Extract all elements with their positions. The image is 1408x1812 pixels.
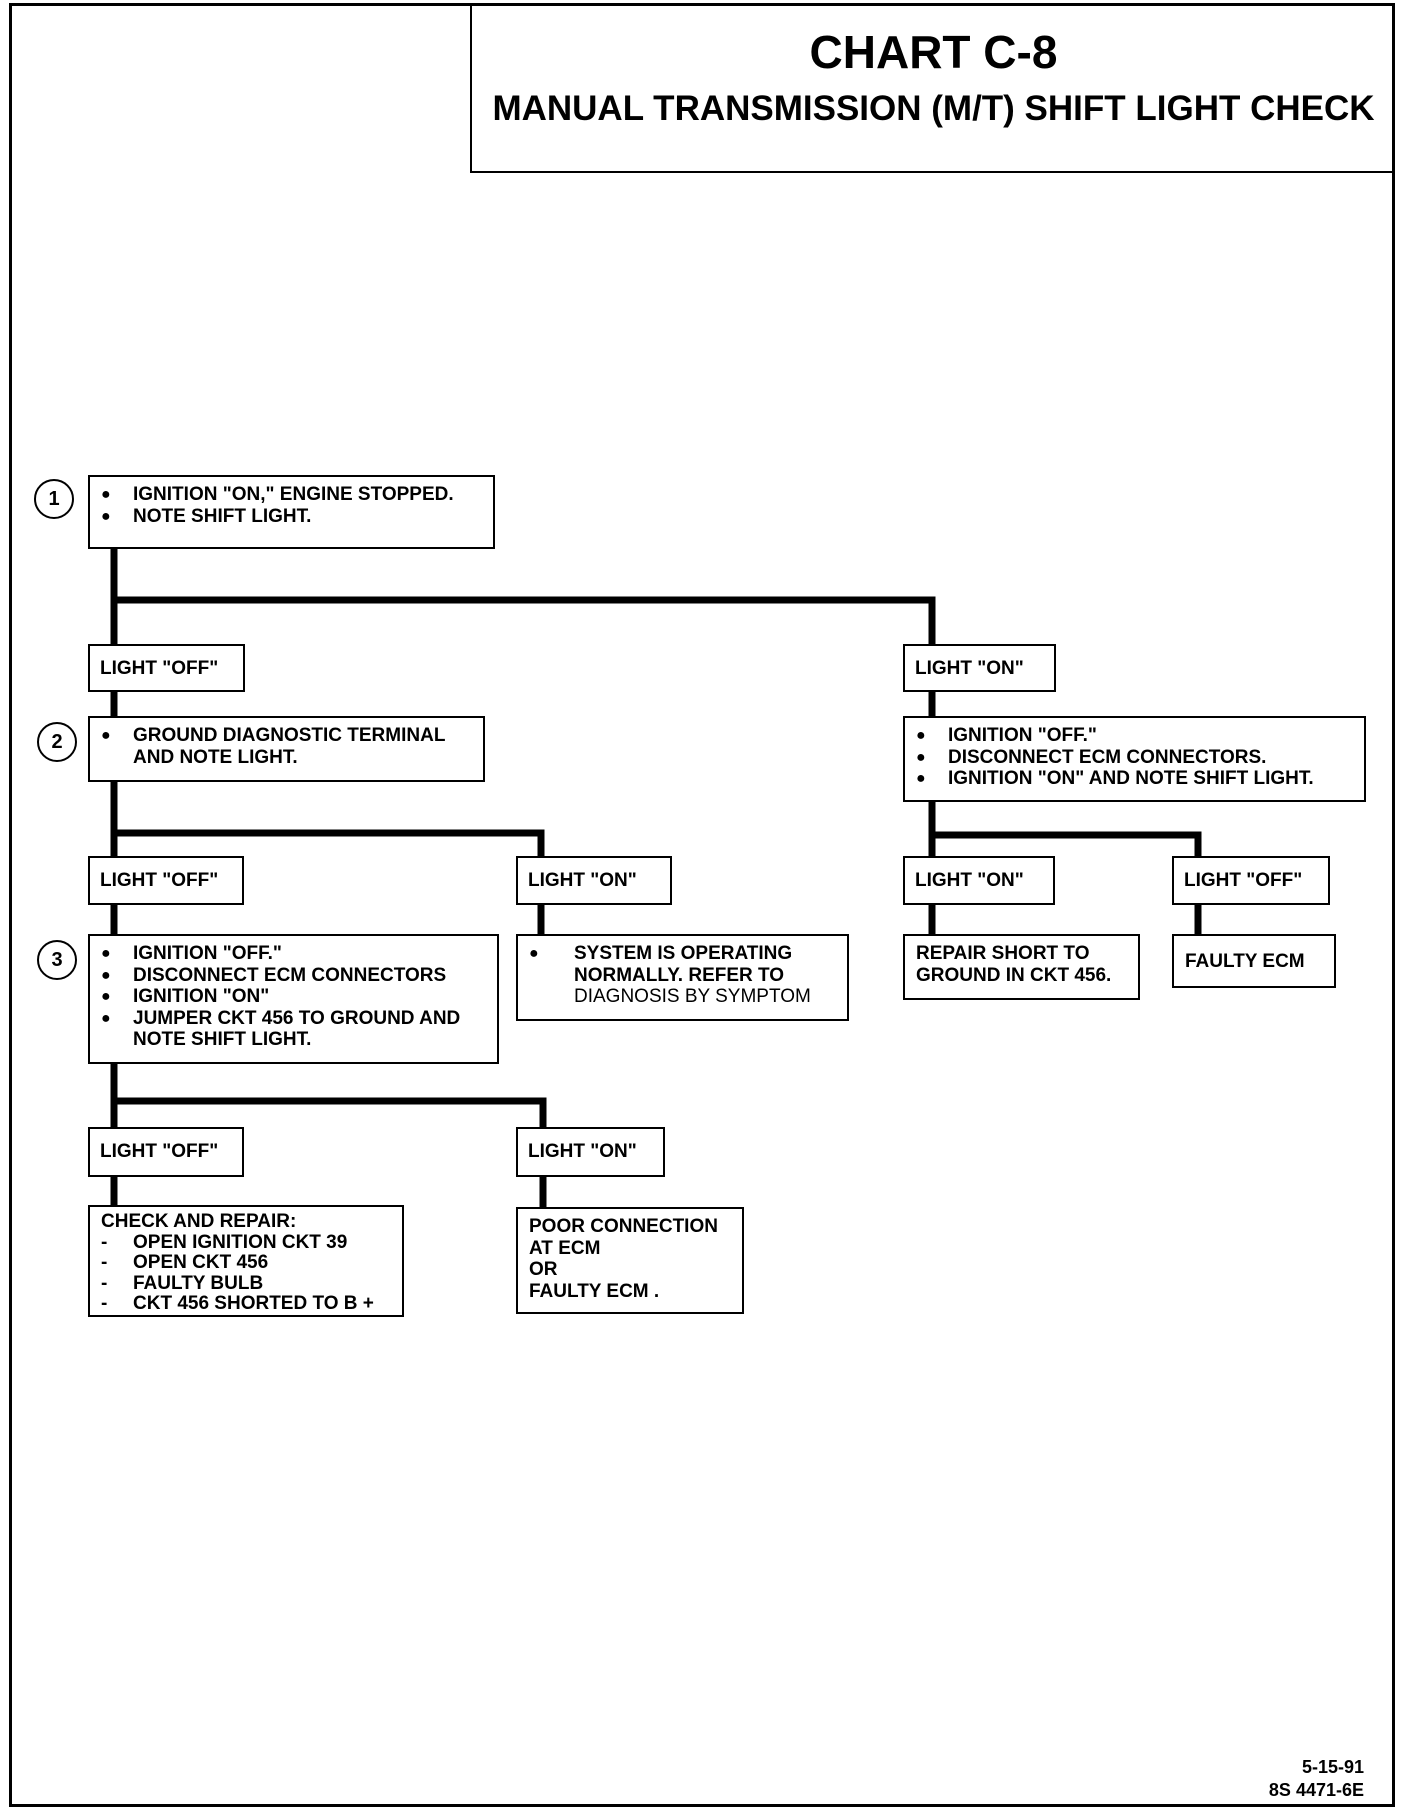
step3-line: JUMPER CKT 456 TO GROUND AND NOTE SHIFT … <box>101 1008 489 1051</box>
check-line: IGNITION "ON" AND NOTE SHIFT LIGHT. <box>916 768 1356 790</box>
step2-line: GROUND DIAGNOSTIC TERMINAL AND NOTE LIGH… <box>101 725 475 768</box>
light-on-check-instructions: IGNITION "OFF." DISCONNECT ECM CONNECTOR… <box>903 716 1366 802</box>
result-light-off-step2: LIGHT "OFF" <box>88 856 244 905</box>
step1-line: NOTE SHIFT LIGHT. <box>101 506 485 528</box>
poor-connection-text: POOR CONNECTION <box>529 1216 718 1237</box>
poor-connection-text: AT ECM <box>529 1237 601 1259</box>
check-repair-item: FAULTY BULB <box>101 1273 394 1295</box>
step3-line: IGNITION "OFF." <box>101 943 489 965</box>
step-number-1: 1 <box>34 479 74 519</box>
result-light-on-step2: LIGHT "ON" <box>516 856 672 905</box>
poor-connection-text: OR <box>529 1259 558 1280</box>
check-repair-heading: CHECK AND REPAIR: <box>101 1211 297 1232</box>
check-and-repair-result: CHECK AND REPAIR: OPEN IGNITION CKT 39 O… <box>88 1205 404 1317</box>
check-repair-item: CKT 456 SHORTED TO B + <box>101 1293 394 1315</box>
step1-instructions: IGNITION "ON," ENGINE STOPPED. NOTE SHIF… <box>88 475 495 549</box>
result-light-on-step1: LIGHT "ON" <box>903 644 1056 692</box>
step3-line: DISCONNECT ECM CONNECTORS <box>101 965 489 987</box>
title-block: CHART C-8 MANUAL TRANSMISSION (M/T) SHIF… <box>470 3 1395 173</box>
step3-text: NOTE SHIFT LIGHT. <box>133 1029 312 1050</box>
connector-step2-to-on <box>110 829 545 861</box>
system-ok-text: NORMALLY. REFER TO <box>574 964 785 986</box>
step-number-2: 2 <box>37 722 77 762</box>
repair-short-result: REPAIR SHORT TO GROUND IN CKT 456. <box>903 934 1140 1000</box>
result-light-off-ecm-disconnected: LIGHT "OFF" <box>1172 856 1330 905</box>
faulty-ecm-result: FAULTY ECM <box>1172 934 1336 988</box>
connector-check-to-off <box>928 831 1202 861</box>
revision-date: 5-15-91 <box>1301 1757 1364 1777</box>
result-light-off-step3: LIGHT "OFF" <box>88 1127 244 1177</box>
result-light-on-step3: LIGHT "ON" <box>516 1127 665 1177</box>
result-light-off-step1: LIGHT "OFF" <box>88 644 245 692</box>
step2-instructions: GROUND DIAGNOSTIC TERMINAL AND NOTE LIGH… <box>88 716 485 782</box>
system-ok-text: DIAGNOSIS BY SYMPTOM <box>574 986 811 1007</box>
poor-connection-text: FAULTY ECM . <box>529 1280 660 1302</box>
check-repair-item: OPEN CKT 456 <box>101 1252 394 1274</box>
step2-text: AND NOTE LIGHT. <box>133 746 298 768</box>
check-line: DISCONNECT ECM CONNECTORS. <box>916 747 1356 769</box>
document-code: 8S 4471-6E <box>1268 1780 1364 1800</box>
page-frame <box>9 3 1395 1807</box>
step3-line: IGNITION "ON" <box>101 986 489 1008</box>
chart-subtitle: MANUAL TRANSMISSION (M/T) SHIFT LIGHT CH… <box>492 89 1375 128</box>
check-line: IGNITION "OFF." <box>916 725 1356 747</box>
system-ok-text: SYSTEM IS OPERATING <box>574 943 793 964</box>
step1-line: IGNITION "ON," ENGINE STOPPED. <box>101 484 485 506</box>
check-repair-item: OPEN IGNITION CKT 39 <box>101 1232 394 1254</box>
step3-text: JUMPER CKT 456 TO GROUND AND <box>133 1007 461 1029</box>
chart-title: CHART C-8 <box>809 26 1058 78</box>
system-ok-line: SYSTEM IS OPERATING NORMALLY. REFER TO D… <box>529 943 839 1008</box>
repair-short-text: REPAIR SHORT TO <box>916 943 1090 964</box>
system-ok-result: SYSTEM IS OPERATING NORMALLY. REFER TO D… <box>516 934 849 1021</box>
step-number-3: 3 <box>37 940 77 980</box>
connector-step3-to-on <box>110 1097 547 1132</box>
step2-text: GROUND DIAGNOSTIC TERMINAL <box>133 725 446 746</box>
step3-instructions: IGNITION "OFF." DISCONNECT ECM CONNECTOR… <box>88 934 499 1064</box>
result-light-on-ecm-disconnected: LIGHT "ON" <box>903 856 1055 905</box>
poor-connection-result: POOR CONNECTION AT ECM OR FAULTY ECM . <box>516 1207 744 1314</box>
connector-step1-to-on <box>110 596 936 649</box>
repair-short-text: GROUND IN CKT 456. <box>916 964 1112 986</box>
